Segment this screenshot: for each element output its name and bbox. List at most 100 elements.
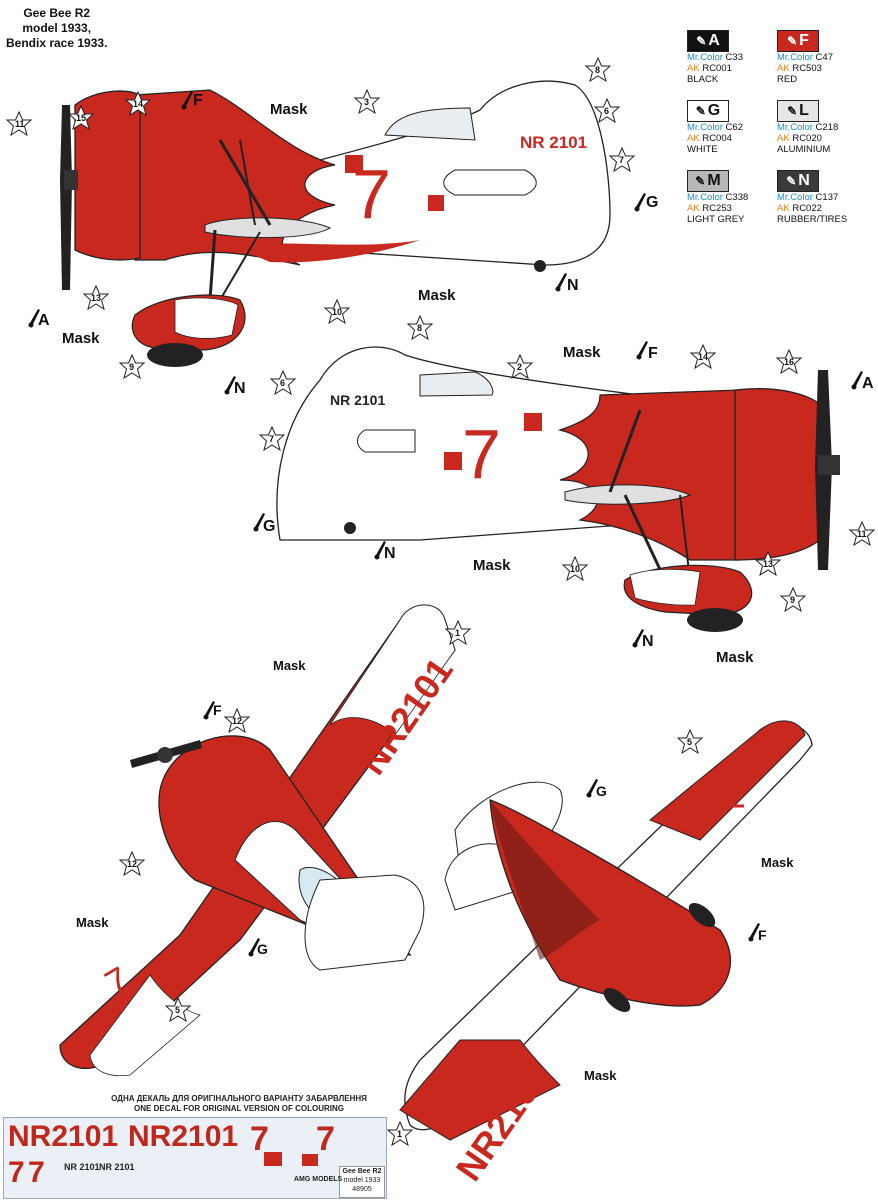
decal-number-7-c: 7 (8, 1156, 25, 1189)
callout-number: 1 (455, 628, 460, 638)
callout-number: 12 (127, 859, 137, 869)
swatch-key: L (799, 102, 809, 119)
paint-code-n: N (642, 633, 654, 650)
mask-label: Mask (273, 658, 306, 673)
callout-number: 2 (517, 362, 522, 372)
callout-number: 1 (397, 1129, 402, 1139)
mrcolor-prefix: Mr.Color (687, 52, 723, 63)
decal-registration-2: NR2101 (128, 1120, 239, 1153)
ak-prefix: AK (777, 133, 790, 144)
mrcolor-code: C33 (725, 52, 743, 63)
callout-number: 5 (175, 1005, 180, 1015)
decal-number-7-d: 7 (28, 1156, 45, 1189)
legend-chip-n: ✎N Mr.Color C137 AK RC022 RUBBER/TIRES (777, 170, 861, 225)
decal-brand: AMG MODELS (294, 1176, 343, 1183)
callout-number: 13 (91, 293, 101, 303)
paint-code-a: A (38, 312, 50, 329)
legend-chip-m: ✎M Mr.Color C338 AK RC253 LIGHT GREY (687, 170, 771, 225)
brush-icon: ✎ (787, 34, 798, 48)
decal-label-box: Gee Bee R2 model 1933 48905 (339, 1166, 385, 1198)
swatch-key: A (708, 32, 720, 49)
paint-code-f: F (193, 92, 203, 109)
swatch-light-grey: ✎M (687, 170, 729, 192)
mask-label: Mask (76, 915, 109, 930)
ak-prefix: AK (687, 203, 700, 214)
callout-number: 10 (570, 564, 580, 574)
decal-cat-number: 48905 (352, 1186, 372, 1193)
mrcolor-prefix: Mr.Color (777, 122, 813, 133)
mask-label: Mask (62, 330, 100, 347)
decal-number-7-b: 7 (316, 1120, 335, 1158)
mask-label: Mask (761, 855, 794, 870)
callout-number: 5 (687, 737, 692, 747)
paint-code-n: N (234, 380, 246, 397)
decal-registration-small-2: NR 2101 (99, 1162, 135, 1172)
swatch-red: ✎F (777, 30, 819, 52)
mask-label: Mask (418, 287, 456, 304)
title-line-2: model 1933, (22, 21, 92, 35)
sheet-title: Gee Bee R2 model 1933, Bendix race 1933. (6, 6, 107, 51)
ak-prefix: AK (687, 133, 700, 144)
paint-legend: ✎A Mr.Color C33 AK RC001 BLACK ✎F Mr.Col… (683, 30, 878, 270)
callout-number: 14 (133, 99, 143, 109)
mrcolor-code: C62 (725, 122, 743, 133)
callout-number: 11 (15, 119, 25, 129)
decal-box-title: Gee Bee R2 (342, 1168, 382, 1175)
swatch-key: M (707, 172, 721, 189)
mrcolor-code: C137 (815, 192, 839, 203)
ak-prefix: AK (777, 63, 790, 74)
paint-code-n: N (567, 277, 579, 294)
swatch-key: N (798, 172, 810, 189)
ak-prefix: AK (687, 63, 700, 74)
paint-name: LIGHT GREY (687, 214, 745, 225)
callout-number: 13 (763, 559, 773, 569)
brush-icon: ✎ (695, 174, 706, 188)
ak-code: RC022 (792, 203, 822, 214)
callout-number: 7 (619, 155, 624, 165)
ak-code: RC001 (702, 63, 732, 74)
paint-code-f: F (758, 927, 767, 943)
paint-code-g: G (263, 518, 275, 535)
decal-registration-small-1: NR 2101 (64, 1162, 100, 1172)
brush-icon: ✎ (787, 104, 798, 118)
swatch-key: F (799, 32, 809, 49)
paint-name: RED (777, 74, 798, 85)
decal-note-ua: ОДНА ДЕКАЛЬ ДЛЯ ОРИГІНАЛЬНОГО ВАРІАНТУ З… (111, 1094, 367, 1103)
brush-icon: ✎ (695, 104, 706, 118)
callout-number: 9 (790, 595, 795, 605)
callout-number: 15 (76, 113, 86, 123)
swatch-black: ✎A (687, 30, 729, 52)
mask-label: Mask (473, 557, 511, 574)
paint-code-a: A (862, 375, 874, 392)
ak-code: RC020 (792, 133, 822, 144)
wing-number-7: 7 (724, 771, 746, 815)
paint-markers: F A G N N F A G N N F G G F (28, 91, 874, 957)
brush-icon: ✎ (696, 34, 707, 48)
callout-number: 8 (417, 323, 422, 333)
ak-code: RC004 (702, 133, 732, 144)
paint-code-f: F (213, 702, 222, 718)
swatch-rubber: ✎N (777, 170, 819, 192)
decal-registration-1: NR2101 (8, 1120, 119, 1153)
mask-label: Mask (716, 649, 754, 666)
paint-name: BLACK (687, 74, 719, 85)
legend-chip-g: ✎G Mr.Color C62 AK RC004 WHITE (687, 100, 771, 155)
mrcolor-code: C218 (815, 122, 839, 133)
decal-box-sub: model 1933 (343, 1177, 381, 1184)
bottom-view: NR2101 7 (399, 720, 813, 1188)
side-view-left: 7 NR 2101 (60, 80, 611, 367)
title-line-1: Gee Bee R2 (23, 6, 91, 20)
callout-number: 3 (364, 97, 369, 107)
mrcolor-prefix: Mr.Color (687, 192, 723, 203)
callout-number: 10 (332, 307, 342, 317)
ak-prefix: AK (777, 203, 790, 214)
ak-code: RC253 (702, 203, 732, 214)
swatch-key: G (707, 102, 721, 119)
paint-code-g: G (257, 941, 268, 957)
callout-number: 11 (857, 529, 867, 539)
callout-number: 14 (698, 352, 708, 362)
mask-label: Mask (584, 1068, 617, 1083)
legend-chip-f: ✎F Mr.Color C47 AK RC503 RED (777, 30, 861, 85)
decal-number-7-a: 7 (250, 1120, 269, 1158)
mask-labels: Mask Mask Mask Mask Mask Mask Mask Mask … (62, 101, 794, 1083)
